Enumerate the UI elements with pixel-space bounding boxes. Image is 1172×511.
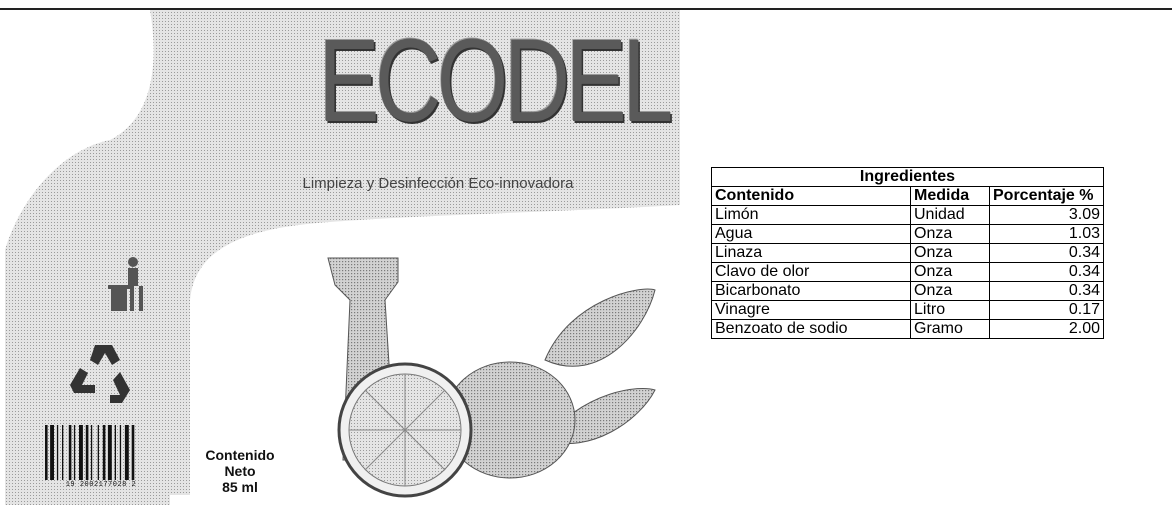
barcode-bar (97, 425, 99, 480)
barcode-bar (119, 425, 122, 480)
cell-name: Agua (711, 224, 911, 244)
cell-pct: 3.09 (989, 205, 1104, 225)
background-shape (5, 10, 680, 505)
cell-unit: Onza (910, 224, 990, 244)
barcode-bar (68, 425, 72, 480)
cell-name: Clavo de olor (711, 262, 911, 282)
barcode-bar (62, 425, 64, 480)
barcode-bar (114, 425, 116, 480)
barcode-bar (45, 425, 48, 480)
barcode-bar (131, 425, 135, 480)
net-content-value: 85 ml (222, 479, 258, 495)
ingredients-table: Ingredientes Contenido Medida Porcentaje… (711, 167, 1104, 339)
leaf-top (544, 288, 656, 367)
barcode-icon (45, 425, 135, 480)
barcode-bar (85, 425, 89, 480)
brand-logo: ECODEL (318, 15, 673, 147)
cell-unit: Gramo (910, 319, 990, 339)
cell-pct: 2.00 (989, 319, 1104, 339)
barcode-bar (73, 425, 76, 480)
cell-pct: 1.03 (989, 224, 1104, 244)
barcode-bar (90, 425, 93, 480)
cell-name: Vinagre (711, 300, 911, 320)
net-content-label: Contenido Neto (205, 447, 275, 479)
cell-pct: 0.34 (989, 281, 1104, 301)
header-contenido: Contenido (711, 186, 911, 206)
cell-name: Linaza (711, 243, 911, 263)
header-medida: Medida (910, 186, 990, 206)
recycle-icon (70, 345, 130, 403)
cell-name: Benzoato de sodio (711, 319, 911, 339)
cell-unit: Onza (910, 262, 990, 282)
cell-name: Bicarbonato (711, 281, 911, 301)
tagline: Limpieza y Desinfección Eco-innovadora (302, 175, 574, 192)
cell-unit: Litro (910, 300, 990, 320)
cell-pct: 0.17 (989, 300, 1104, 320)
cell-pct: 0.34 (989, 243, 1104, 263)
cell-unit: Onza (910, 281, 990, 301)
trash-bin-icon (108, 257, 143, 311)
cell-name: Limón (711, 205, 911, 225)
header-porcentaje: Porcentaje % (989, 186, 1104, 206)
barcode-bar (124, 425, 129, 480)
cell-unit: Onza (910, 243, 990, 263)
table-title: Ingredientes (711, 167, 1104, 187)
barcode-bar (79, 425, 83, 480)
barcode-bar (107, 425, 112, 480)
barcode-bar (50, 425, 54, 480)
cell-unit: Unidad (910, 205, 990, 225)
label-artwork (5, 10, 680, 505)
barcode-bar (56, 425, 59, 480)
net-content: Contenido Neto 85 ml (190, 447, 290, 495)
cell-pct: 0.34 (989, 262, 1104, 282)
barcode-number: 19 2002177028 2 (65, 481, 137, 489)
barcode-bar (102, 425, 106, 480)
top-border-line (0, 8, 1172, 10)
